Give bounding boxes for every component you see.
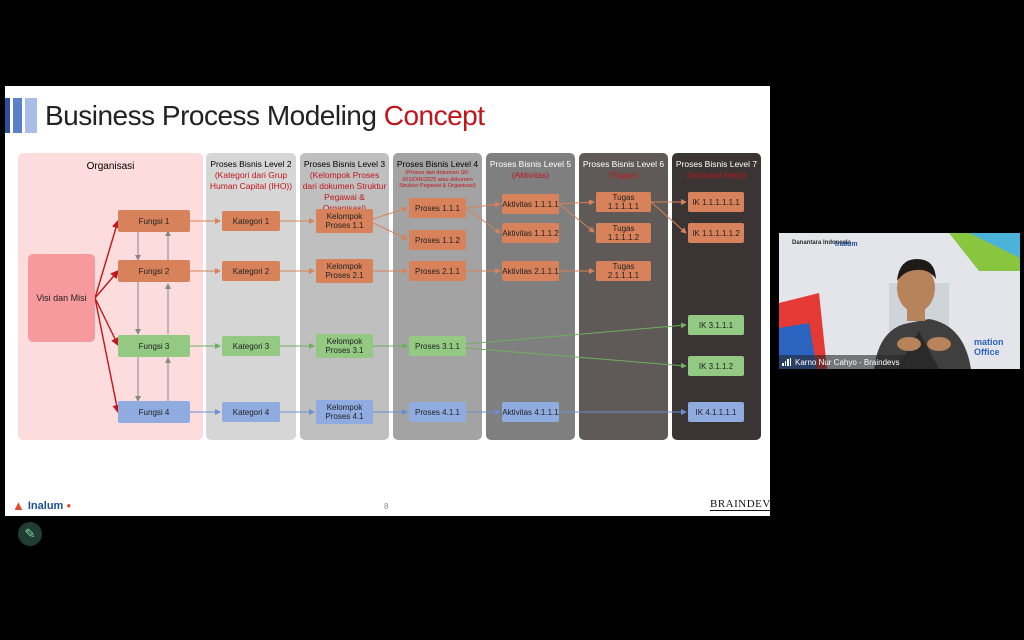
video-background [779, 233, 1020, 369]
column-note: (Tugas) [609, 170, 638, 180]
connector-arrows [94, 199, 687, 415]
proses-311-node: Proses 3.1.1 [409, 336, 466, 356]
participant-name: Karno Nur Cahyo - Braindevs [795, 357, 900, 367]
tugas-21111-node: Tugas 2.1.1.1.1 [596, 261, 651, 281]
page-number: 8 [384, 502, 389, 511]
ik-5-node: IK 4.1.1.1.1 [688, 402, 744, 422]
danantara-logo: Danantara Indonesia [792, 240, 852, 246]
visi-misi-node: Visi dan Misi [28, 254, 95, 342]
participant-name-label: Karno Nur Cahyo - Braindevs [779, 355, 906, 369]
ik-1-node: IK 1.1.1.1.1.1 [688, 192, 744, 212]
proses-411-node: Proses 4.1.1 [409, 402, 466, 422]
annotate-button[interactable]: ✎ [18, 522, 42, 546]
kelompok-proses-4-node: Kelompok Proses 4.1 [316, 400, 373, 424]
aktivitas-1111-node: Aktivitas 1.1.1.1 [502, 194, 559, 214]
kategori-2-node: Kategori 2 [222, 261, 280, 281]
fungsi-1-node: Fungsi 1 [118, 210, 190, 232]
fungsi-4-node: Fungsi 4 [118, 401, 190, 423]
kelompok-proses-3-node: Kelompok Proses 3.1 [316, 334, 373, 358]
column-level-2: Proses Bisnis Level 2(Kategori dari Grup… [206, 153, 296, 440]
column-header: Proses Bisnis Level 2 [210, 159, 292, 169]
kategori-1-node: Kategori 1 [222, 211, 280, 231]
kategori-3-node: Kategori 3 [222, 336, 280, 356]
participant-video-tile[interactable]: Danantara Indonesia Inalum mation Office… [779, 233, 1020, 369]
fungsi-3-node: Fungsi 3 [118, 335, 190, 357]
tugas-11112-node: Tugas 1.1.1.1.2 [596, 223, 651, 243]
aktivitas-2111-node: Aktivitas 2.1.1.1 [502, 261, 559, 281]
column-note: (Instruksi Kerja) [686, 170, 747, 180]
proses-111-node: Proses 1.1.1 [409, 198, 466, 218]
column-note: (Kelompok Proses dari dokumen Struktur P… [302, 170, 387, 213]
kategori-4-node: Kategori 4 [222, 402, 280, 422]
slide-title: Business Process Modeling Concept [45, 100, 485, 131]
ik-3-node: IK 3.1.1.1 [688, 315, 744, 335]
presentation-slide: Business Process Modeling Concept Organi… [5, 86, 770, 516]
column-level-3: Proses Bisnis Level 3(Kelompok Proses da… [300, 153, 389, 440]
aktivitas-4111-node: Aktivitas 4.1.1.1 [502, 402, 559, 422]
column-note: (Kategori dari Grup Human Capital (IHO)) [209, 170, 293, 191]
column-note: (Proses dari dokumen SK-001/DIR/2025 ata… [399, 170, 476, 189]
column-header: Proses Bisnis Level 4 [396, 159, 479, 169]
pencil-icon: ✎ [24, 526, 36, 541]
braindevs-logo: BRAINDEVS [710, 498, 770, 511]
ik-2-node: IK 1.1.1.1.1.2 [688, 223, 744, 243]
fungsi-2-node: Fungsi 2 [118, 260, 190, 282]
column-header: Proses Bisnis Level 6 [582, 159, 665, 169]
aktivitas-1112-node: Aktivitas 1.1.1.2 [502, 223, 559, 243]
column-header: Proses Bisnis Level 5 [489, 159, 572, 169]
signal-bars-icon [782, 358, 791, 366]
inalum-logo: ▲Inalum● [12, 498, 72, 513]
inalum-bg-logo: Inalum [835, 241, 858, 248]
column-header: Proses Bisnis Level 3 [303, 159, 386, 169]
background-text: mation Office [974, 337, 1004, 357]
proses-211-node: Proses 2.1.1 [409, 261, 466, 281]
column-header: Organisasi [86, 161, 135, 172]
ik-4-node: IK 3.1.1.2 [688, 356, 744, 376]
tugas-11111-node: Tugas 1.1.1.1.1 [596, 192, 651, 212]
proses-112-node: Proses 1.1.2 [409, 230, 466, 250]
column-note: (Aktivitas) [511, 170, 550, 180]
column-header: Proses Bisnis Level 7 [675, 159, 758, 169]
kelompok-proses-1-node: Kelompok Proses 1.1 [316, 209, 373, 233]
kelompok-proses-2-node: Kelompok Proses 2.1 [316, 259, 373, 283]
